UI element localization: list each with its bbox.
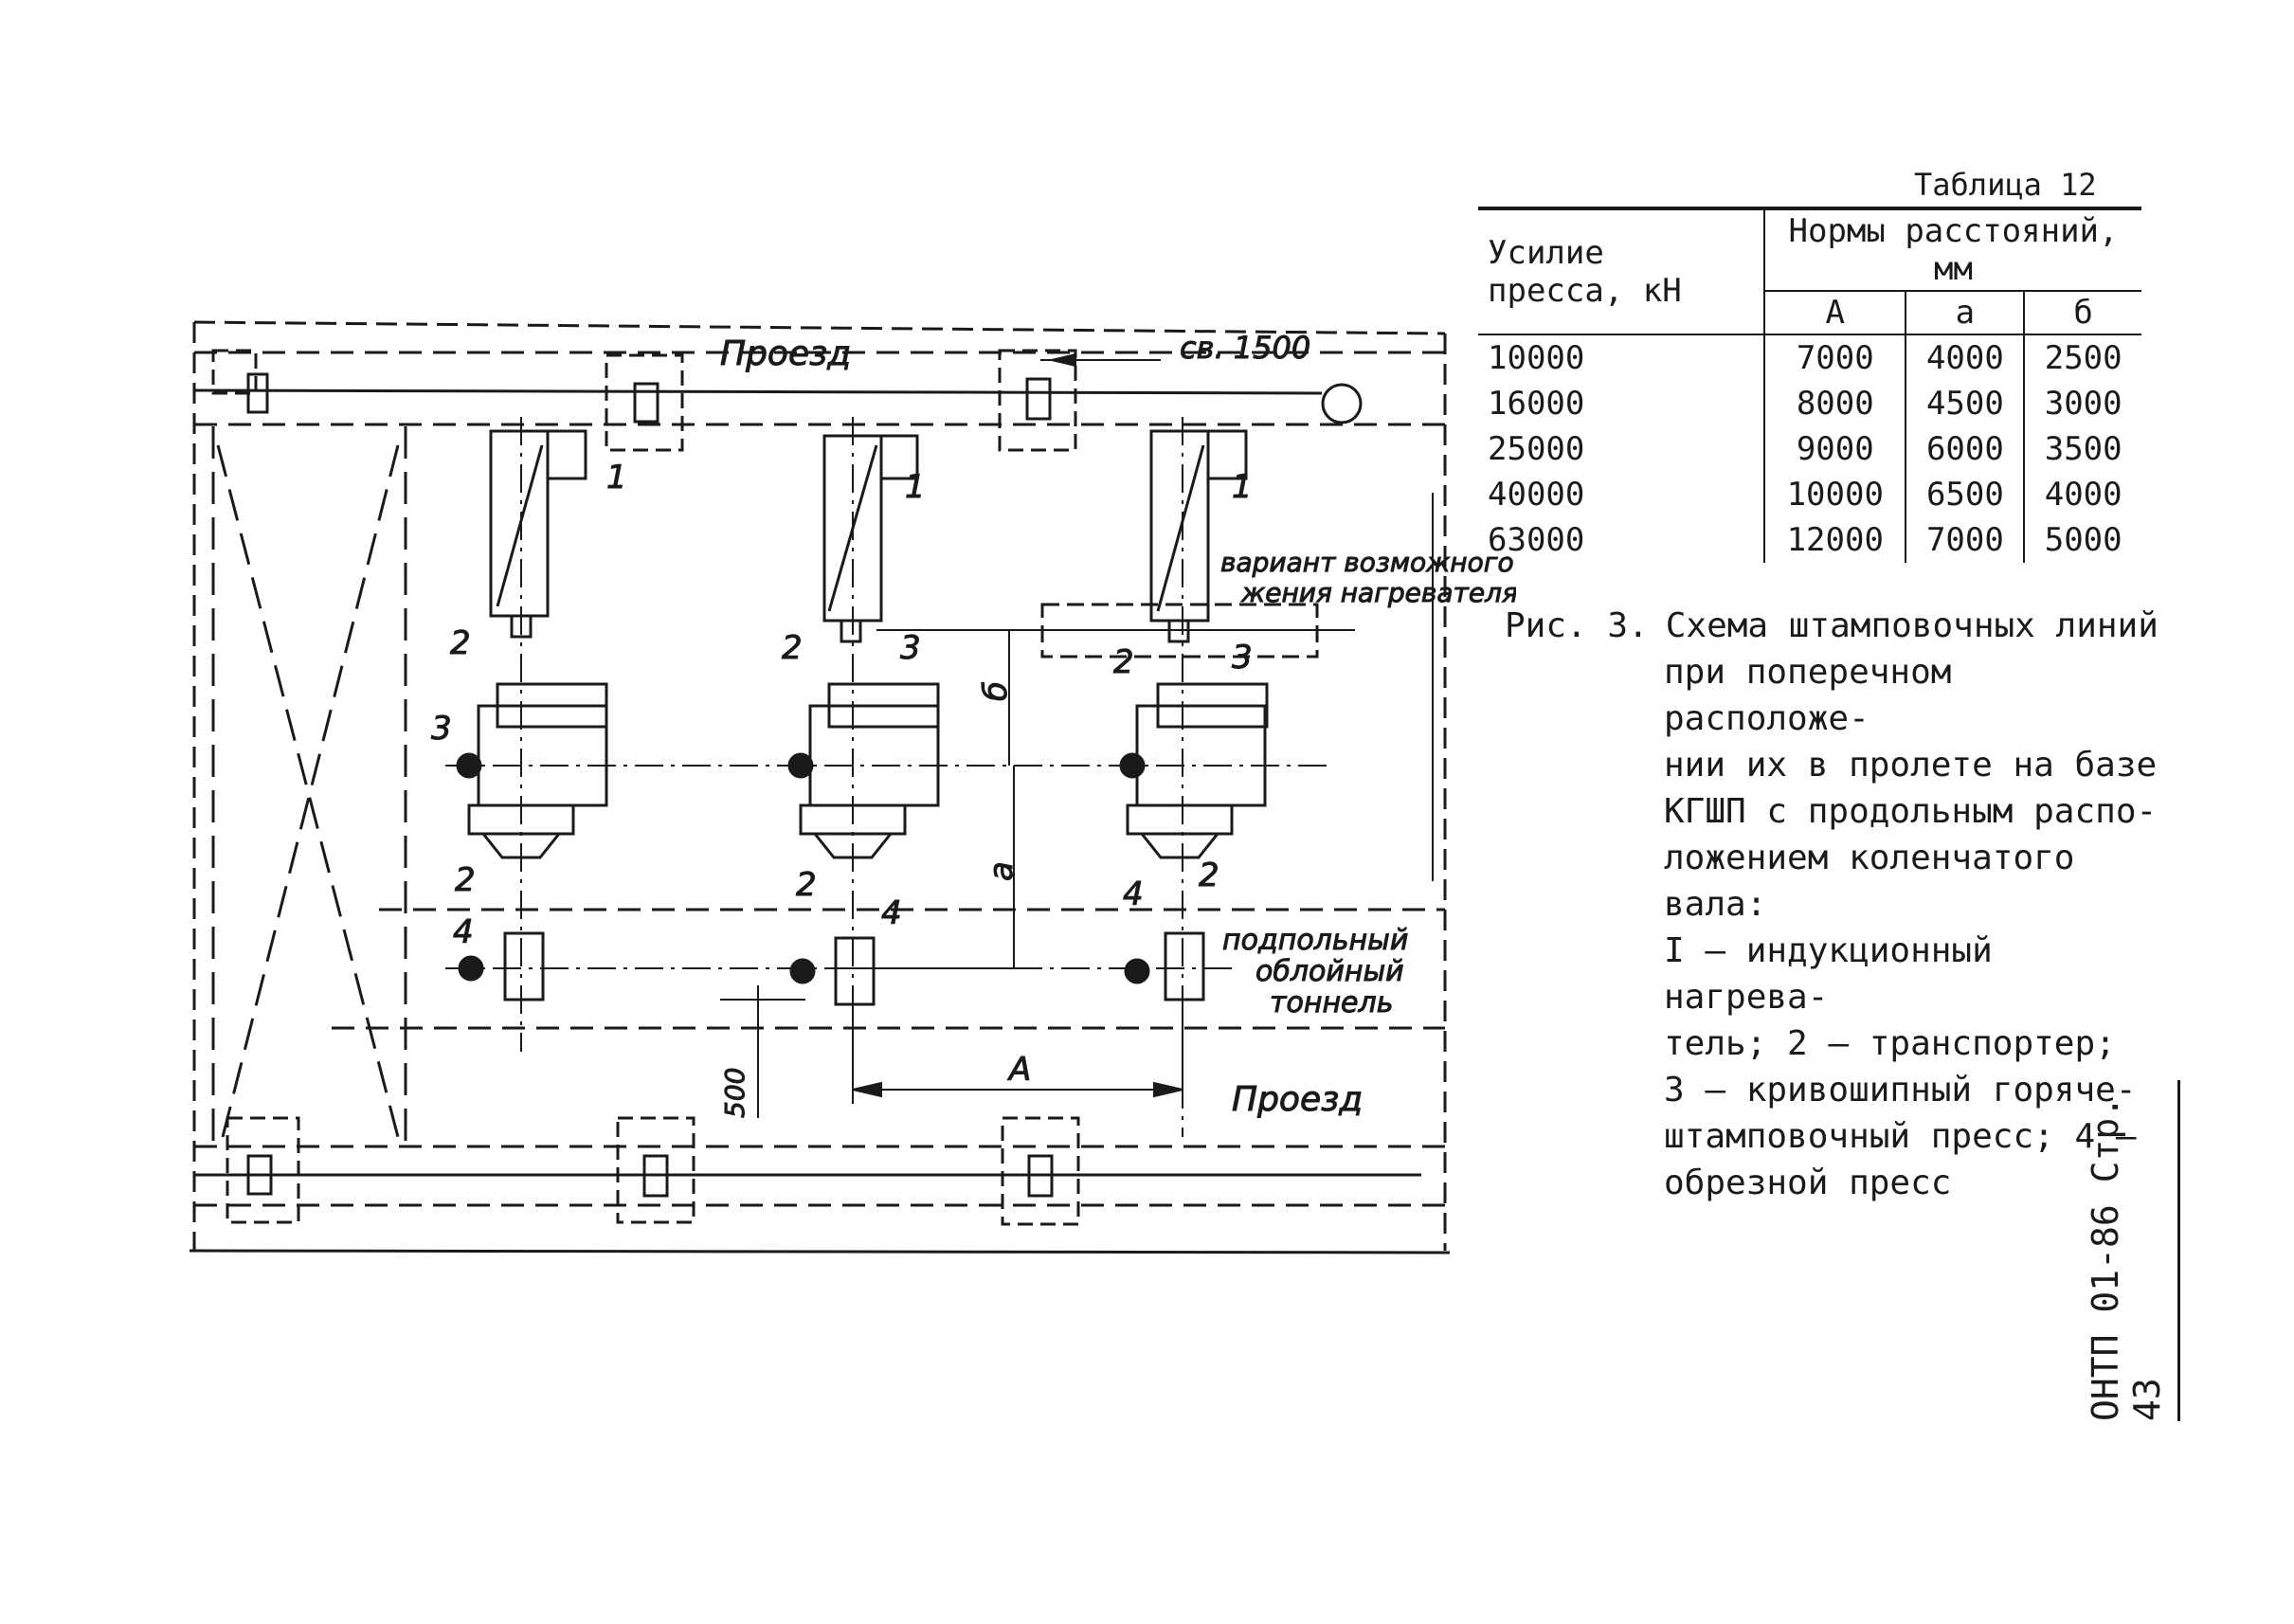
- heater-variant-label-2: жения нагревателя: [1240, 577, 1516, 608]
- col-header-b: б: [2023, 291, 2141, 335]
- tunnel-label-3: тоннель: [1270, 986, 1393, 1020]
- table-row: 10000 7000 4000 2500: [1478, 334, 2141, 381]
- cell-a: 4000: [1905, 334, 2025, 381]
- building-span-frame: [192, 320, 1447, 1251]
- dimension-label-1500: св. 1500: [1180, 330, 1310, 366]
- stamping-line-3: [1119, 429, 1269, 1001]
- dimension-label-500: 500: [719, 1068, 750, 1118]
- caption-line-4: ложением коленчатого вала:: [1664, 839, 2075, 924]
- dimension-500: [720, 985, 805, 1118]
- caption-line-8: штамповочный пресс; 4 –: [1664, 1117, 2137, 1156]
- cell-force: 16000: [1488, 385, 1585, 423]
- caption-line-0: Рис. 3.Схема штамповочных линий: [1505, 606, 2159, 645]
- dimension-label-b: б: [977, 681, 1015, 701]
- caption-line-3: КГШП с продольным распо-: [1664, 792, 2158, 831]
- left-bay-cross: [211, 426, 407, 1142]
- caption-line-6: тель; 2 – транспортер;: [1664, 1024, 2116, 1063]
- num-1-line1: 1: [606, 459, 627, 496]
- num-3-line2: 3: [900, 629, 921, 667]
- figure-caption: Рис. 3.Схема штамповочных линий при попе…: [1505, 603, 2168, 1206]
- num-1-line3: 1: [1232, 468, 1253, 506]
- tunnel-label-2: облойный: [1255, 955, 1404, 988]
- cell-A: 12000: [1763, 517, 1906, 563]
- col-header-a: а: [1905, 291, 2025, 335]
- num-2-line1-bottom: 2: [455, 861, 476, 899]
- cell-A: 9000: [1763, 426, 1906, 472]
- stamping-line-scheme-drawing: Проезд Проезд св. 1500 вариант возможног…: [189, 320, 1516, 1254]
- cell-force: 63000: [1488, 521, 1585, 559]
- cell-A: 10000: [1763, 472, 1906, 517]
- cell-b: 4000: [2023, 472, 2141, 517]
- col-header-force: Усилие пресса, кН: [1478, 207, 1765, 335]
- num-2-line1-top: 2: [450, 624, 471, 662]
- caption-line-2: нии их в пролете на базе: [1664, 746, 2158, 785]
- cell-b: 2500: [2023, 334, 2141, 381]
- table-row: 63000 12000 7000 5000: [1478, 517, 2141, 563]
- cell-b: 3000: [2023, 381, 2141, 426]
- axis-lines: [445, 417, 1327, 1137]
- caption-line-5: I – индукционный нагрева-: [1664, 931, 1993, 1017]
- passage-lines: [194, 351, 1445, 1207]
- cell-A: 7000: [1763, 334, 1906, 381]
- cell-force: 40000: [1488, 476, 1585, 514]
- col-header-A: А: [1763, 291, 1906, 335]
- cell-force: 25000: [1488, 430, 1585, 468]
- cell-force: 10000: [1488, 339, 1585, 377]
- cell-a: 7000: [1905, 517, 2025, 563]
- distance-norms-table: Усилие пресса, кН Нормы расстояний, мм А…: [1478, 207, 2141, 563]
- heater-variant-label-1: вариант возможного располо-: [1220, 547, 1516, 578]
- dimension-label-a: а: [983, 861, 1021, 881]
- column-footings-top: [211, 349, 1077, 452]
- crane-runway-line: [193, 388, 1323, 395]
- num-2-line2-bottom: 2: [796, 866, 817, 904]
- stamping-line-2: [787, 434, 940, 1006]
- num-2-line3-bottom: 2: [1199, 857, 1219, 894]
- num-4-line1: 4: [453, 913, 474, 951]
- tunnel-label-1: подпольный: [1222, 924, 1408, 957]
- span-baseline: [189, 1249, 1451, 1254]
- cell-a: 6500: [1905, 472, 2025, 517]
- table-caption: Таблица 12: [1914, 167, 2097, 203]
- num-2-line2-top: 2: [782, 629, 803, 667]
- num-4-line2: 4: [881, 894, 902, 932]
- dimension-label-A: А: [1007, 1051, 1031, 1089]
- dimension-top-1500: [1040, 352, 1161, 368]
- caption-line-9: обрезной пресс: [1664, 1164, 1952, 1202]
- num-1-line2: 1: [905, 468, 926, 506]
- cell-b: 3500: [2023, 426, 2141, 472]
- table-row: 25000 9000 6000 3500: [1478, 426, 2141, 472]
- col-header-norms: Нормы расстояний, мм: [1763, 207, 2141, 292]
- num-2-line3-top: 2: [1113, 643, 1134, 681]
- num-3-line1: 3: [431, 710, 452, 748]
- cell-b: 5000: [2023, 517, 2141, 563]
- passage-label-top: Проезд: [720, 334, 851, 373]
- cell-A: 8000: [1763, 381, 1906, 426]
- passage-label-bottom: Проезд: [1232, 1080, 1363, 1119]
- table-row: 16000 8000 4500 3000: [1478, 381, 2141, 426]
- caption-line-7: 3 – кривошипный горяче-: [1664, 1071, 2137, 1110]
- page-stamp: ОНТП 01-86 Стр. 43: [2085, 1080, 2180, 1421]
- runway-end-circle: [1321, 383, 1363, 424]
- position-numbers: 1 1 1 2 2 2 3 3 3 2 2 2 4 4 4: [431, 459, 1254, 952]
- table-row: 40000 10000 6500 4000: [1478, 472, 2141, 517]
- dimension-b: [853, 630, 1023, 969]
- num-3-line3: 3: [1232, 639, 1253, 677]
- stamping-line-1: [456, 429, 608, 1001]
- num-4-line3: 4: [1123, 875, 1144, 913]
- cell-a: 6000: [1905, 426, 2025, 472]
- dimension-A: [852, 1000, 1183, 1104]
- figure-label: Рис. 3.: [1505, 606, 1649, 645]
- caption-line-1: при поперечном расположе-: [1664, 653, 1952, 738]
- column-footings-bottom: [226, 1116, 1080, 1226]
- cell-a: 4500: [1905, 381, 2025, 426]
